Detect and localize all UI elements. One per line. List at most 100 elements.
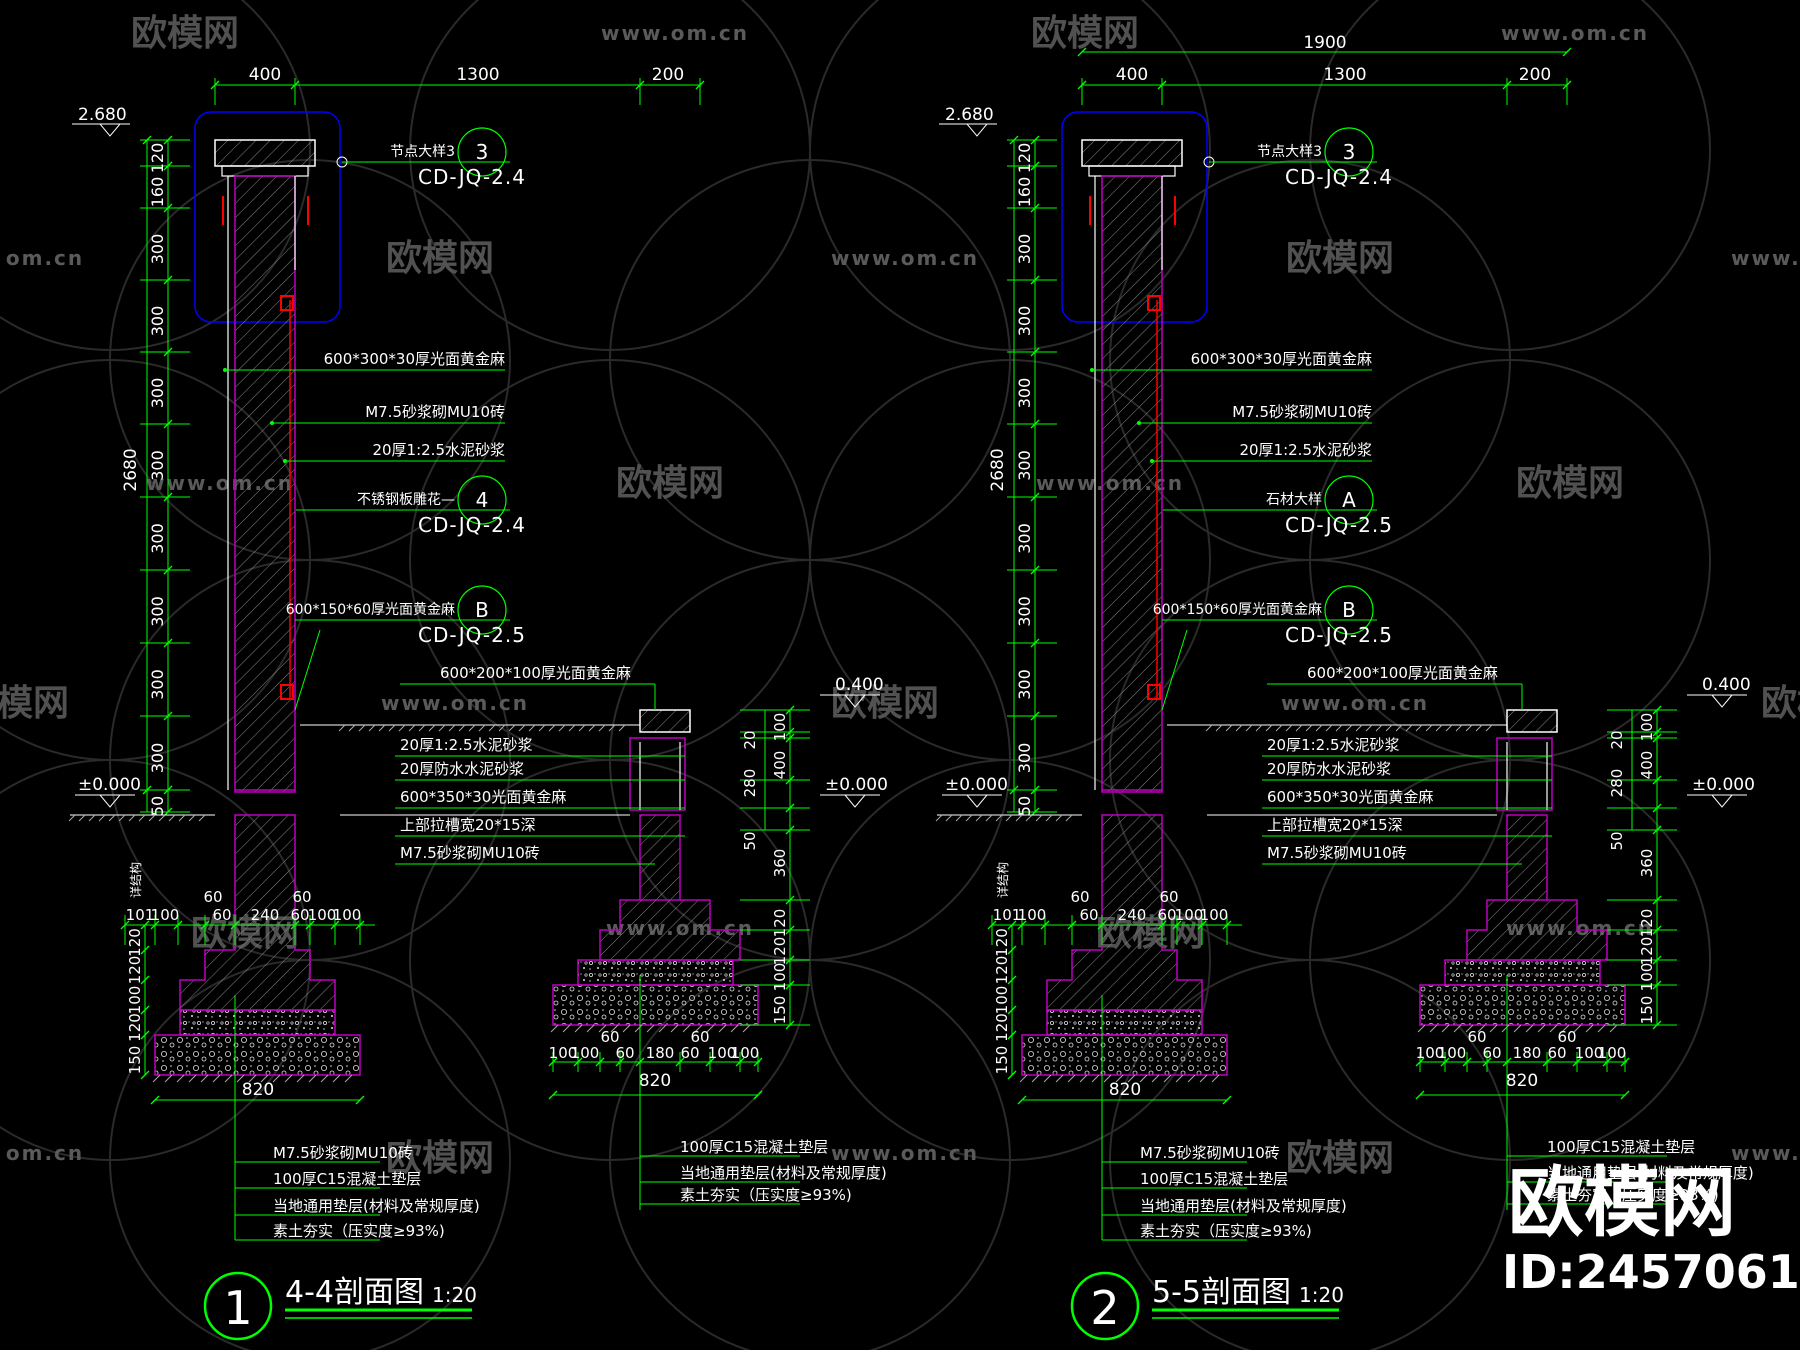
dim-tick <box>1462 1057 1472 1067</box>
elevation-top: 2.680 <box>78 105 127 125</box>
ground-hatch <box>588 724 596 732</box>
dim-tick <box>1017 1095 1027 1105</box>
dim-tick <box>1652 727 1662 737</box>
dim-tick <box>1222 920 1232 930</box>
vert-dim-text: 300 <box>1015 743 1034 774</box>
dim-tick <box>1652 1020 1662 1030</box>
watermark-url-text: www.om.cn <box>601 21 749 45</box>
ground-hatch <box>348 724 356 732</box>
ground-hatch <box>608 724 616 732</box>
dim-tick <box>163 711 173 721</box>
dim-tick <box>548 1090 558 1100</box>
ground-hatch <box>518 724 526 732</box>
concrete-bed <box>1046 1009 1203 1036</box>
callout-label: 石材大样 <box>1266 492 1322 508</box>
ground-hatch <box>1091 1074 1100 1083</box>
ground-hatch <box>1067 1074 1076 1083</box>
dim-tick <box>1030 275 1040 285</box>
dim-tick <box>140 1005 150 1015</box>
ground-hatch <box>1345 724 1353 732</box>
footing-width-text: 820 <box>1109 1080 1141 1100</box>
callout-ref: CD-JQ-2.5 <box>418 623 526 647</box>
vert-dim-text: 300 <box>148 596 167 627</box>
ground-hatch <box>1465 1024 1474 1033</box>
bench-note: 100厚C15混凝土垫层 <box>1547 1138 1695 1156</box>
watermark-brand-text: 欧模网 <box>386 238 494 279</box>
bench-vert-text: 360 <box>1638 849 1656 878</box>
footing-vert-text: 120 <box>993 956 1011 985</box>
bench-footing-steps <box>599 899 741 961</box>
footing-dim-text: 60 <box>1159 888 1178 906</box>
vert-dim-text: 300 <box>1015 234 1034 265</box>
ground-hatch <box>1025 814 1033 822</box>
vert-dim-text: 160 <box>1015 177 1034 208</box>
ground-hatch <box>1355 724 1363 732</box>
footing-note: M7.5砂浆砌MU10砖 <box>1140 1144 1280 1162</box>
dim-tick <box>1007 975 1017 985</box>
dim-tick <box>163 565 173 575</box>
ground-hatch <box>1597 1024 1606 1033</box>
callout-number: B <box>475 598 489 622</box>
dim-tick <box>330 920 340 930</box>
footing-dim-text: 100 <box>1200 906 1229 924</box>
vert-dim-text: 120 <box>1015 143 1034 174</box>
bench-note: 素土夯实（压实度≥93%) <box>680 1186 852 1204</box>
ground-hatch <box>188 814 196 822</box>
elevation-top: 2.680 <box>945 105 994 125</box>
callout-bubble <box>457 127 507 177</box>
ground-hatch <box>438 724 446 732</box>
dim-tick <box>1030 203 1040 213</box>
ground-hatch <box>1043 1074 1052 1083</box>
dim-tick <box>1007 1030 1017 1040</box>
watermark-url-text: om.cn <box>6 1141 84 1165</box>
dim-tick <box>1415 1090 1425 1100</box>
dim-tick <box>142 785 152 795</box>
ground-hatch <box>1139 1074 1148 1083</box>
footing-dim-text: 100 <box>1175 906 1204 924</box>
bench-vert-text: 280 <box>1608 769 1626 798</box>
dim-tick <box>1009 135 1019 145</box>
ground-hatch <box>1513 1024 1522 1033</box>
footing-dim-text: 60 <box>1079 906 1098 924</box>
bench-label: 20厚防水水泥砂浆 <box>400 760 524 778</box>
dim-tick <box>163 203 173 213</box>
bench-vert-text: 400 <box>771 751 789 780</box>
ground-hatch <box>670 1024 679 1033</box>
dim-tick <box>355 1095 365 1105</box>
ground-hatch <box>694 1024 703 1033</box>
bench-gravel-bed <box>552 984 759 1026</box>
ground-hatch <box>1375 724 1383 732</box>
dim-tick <box>1157 80 1167 90</box>
ground-hatch <box>98 814 106 822</box>
bench-note: 当地通用垫层(材料及常规厚度) <box>1547 1164 1754 1182</box>
bench-vert-text: 100 <box>1638 963 1656 992</box>
callout-ref: CD-JQ-2.5 <box>1285 513 1393 537</box>
gravel-bed <box>154 1034 361 1076</box>
ground-hatch <box>236 1074 245 1083</box>
ground-hatch <box>1127 1074 1136 1083</box>
footing-note: 100厚C15混凝土垫层 <box>273 1170 421 1188</box>
footing-vert-text: 120 <box>126 928 144 957</box>
dim-tick <box>150 920 160 930</box>
bench-body <box>1496 737 1553 811</box>
dim-tick <box>290 920 300 930</box>
callout-label: 不锈钢板雕花— <box>357 492 455 508</box>
ground-hatch <box>458 724 466 732</box>
ground-hatch <box>1015 814 1023 822</box>
ground-hatch <box>1163 1074 1172 1083</box>
watermark-url-text: om.cn <box>6 246 84 270</box>
ground-hatch <box>368 724 376 732</box>
dim-tick <box>1030 711 1040 721</box>
vert-dim-text: 120 <box>148 143 167 174</box>
top-dim-text: 1300 <box>456 65 499 85</box>
ground-hatch <box>1079 1074 1088 1083</box>
bench-stem <box>1506 814 1548 901</box>
dim-tick <box>1009 785 1019 795</box>
ground-hatch <box>1485 724 1493 732</box>
dim-tick <box>615 1057 625 1067</box>
dim-tick <box>163 492 173 502</box>
ground-hatch <box>985 814 993 822</box>
dim-tick <box>163 161 173 171</box>
dim-tick <box>1652 825 1662 835</box>
ground-hatch <box>344 1074 353 1083</box>
